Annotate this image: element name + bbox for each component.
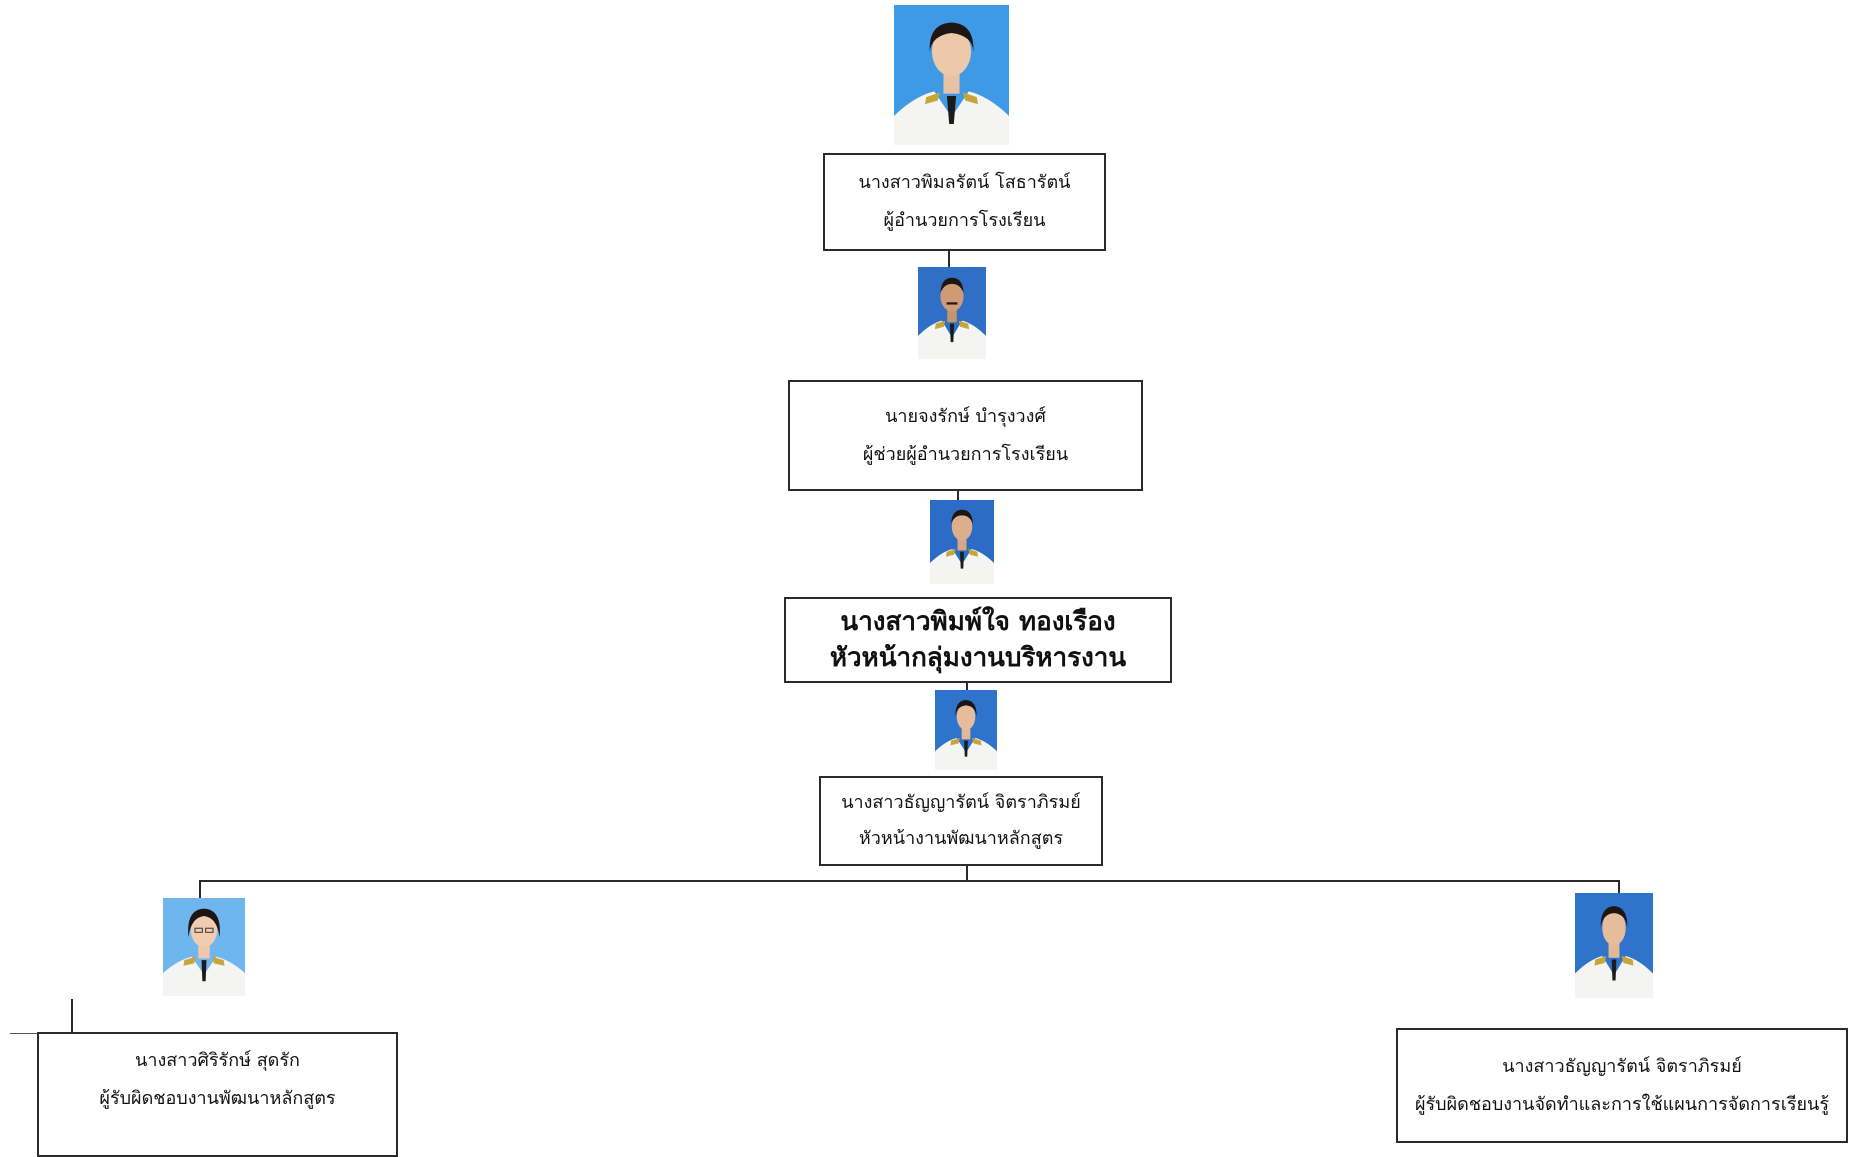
staff-left-box: นางสาวศิริรักษ์ สุดรัก ผู้รับผิดชอบงานพั… — [37, 1032, 398, 1157]
connector-line — [948, 250, 950, 270]
curriculum-head-name: นางสาวธัญญารัตน์ จิตราภิรมย์ — [841, 792, 1081, 813]
connector-line — [966, 865, 968, 881]
staff-left-role: ผู้รับผิดชอบงานพัฒนาหลักสูตร — [99, 1088, 336, 1109]
curriculum-head-role: หัวหน้างานพัฒนาหลักสูตร — [858, 828, 1064, 849]
curriculum-head-photo — [935, 690, 997, 770]
head-admin-name: นางสาวพิมพ์ใจ ทองเรือง — [840, 607, 1116, 637]
connector-line — [966, 682, 968, 692]
staff-left-photo — [163, 898, 245, 996]
assistant-director-photo — [918, 267, 986, 359]
head-admin-role: หัวหน้ากลุ่มงานบริหารงาน — [829, 643, 1127, 673]
staff-left-name: นางสาวศิริรักษ์ สุดรัก — [135, 1050, 300, 1071]
connector-line — [199, 880, 1620, 882]
head-admin-box: นางสาวพิมพ์ใจ ทองเรือง หัวหน้ากลุ่มงานบร… — [784, 597, 1172, 683]
assistant-director-box: นายจงรักษ์ บำรุงวงศ์ ผู้ช่วยผู้อำนวยการโ… — [788, 380, 1143, 491]
staff-right-photo — [1575, 893, 1653, 998]
director-box: นางสาวพิมลรัตน์ โสธารัตน์ ผู้อำนวยการโรง… — [823, 153, 1106, 251]
connector-line — [1618, 880, 1620, 894]
connector-line — [71, 999, 73, 1032]
director-role: ผู้อำนวยการโรงเรียน — [883, 210, 1046, 231]
connector-line — [10, 1033, 38, 1034]
director-name: นางสาวพิมลรัตน์ โสธารัตน์ — [858, 172, 1071, 193]
director-photo — [894, 5, 1009, 145]
staff-right-box: นางสาวธัญญารัตน์ จิตราภิรมย์ ผู้รับผิดชอ… — [1396, 1028, 1848, 1143]
head-admin-photo — [930, 500, 994, 584]
connector-line — [957, 490, 959, 502]
staff-right-name: นางสาวธัญญารัตน์ จิตราภิรมย์ — [1502, 1055, 1742, 1077]
staff-right-role: ผู้รับผิดชอบงานจัดทำและการใช้แผนการจัดกา… — [1414, 1093, 1830, 1115]
curriculum-head-box: นางสาวธัญญารัตน์ จิตราภิรมย์ หัวหน้างานพ… — [819, 776, 1103, 866]
assistant-director-name: นายจงรักษ์ บำรุงวงศ์ — [885, 405, 1046, 427]
assistant-director-role: ผู้ช่วยผู้อำนวยการโรงเรียน — [862, 443, 1069, 465]
connector-line — [199, 880, 201, 898]
